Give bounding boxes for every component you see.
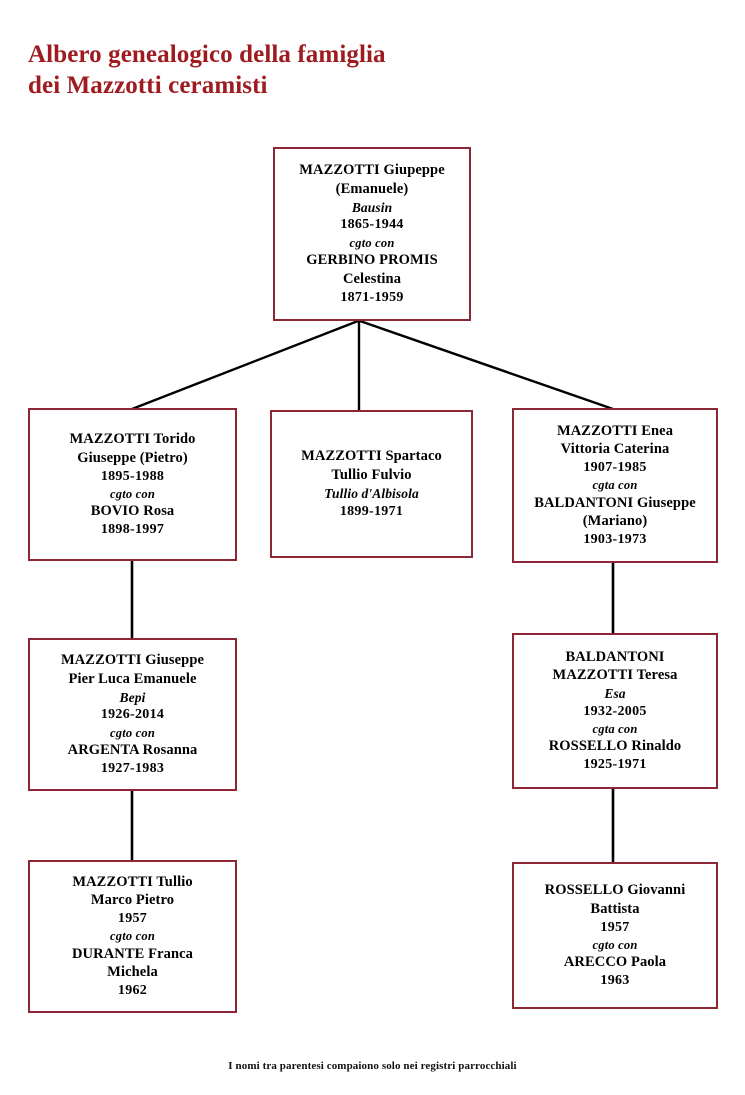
node-line-conjunction: cgto con [110, 725, 155, 740]
node-line: (Emanuele) [335, 181, 409, 198]
node-line: MAZZOTTI Giuseppe [60, 652, 205, 669]
node-line: Celestina [342, 270, 402, 287]
node-line: BALDANTONI Giuseppe [534, 494, 696, 511]
node-line: BOVIO Rosa [90, 503, 175, 520]
node-line-years: 1963 [600, 972, 630, 988]
node-line: Pier Luca Emanuele [68, 670, 197, 687]
node-line: Marco Pietro [90, 892, 175, 909]
node-line-years: 1871-1959 [340, 289, 404, 305]
node-line: BALDANTONI [565, 648, 665, 665]
page-title-line-2: dei Mazzotti ceramisti [28, 72, 268, 99]
node-line-nickname: Bausin [351, 199, 393, 215]
node-line-years: 1925-1971 [583, 757, 647, 773]
node-line-years: 1899-1971 [339, 503, 404, 519]
node-line-years: 1926-2014 [100, 707, 165, 723]
node-line-conjunction: cgto con [592, 937, 638, 952]
node-line: GERBINO PROMIS [306, 251, 438, 268]
person-node-bepi[interactable]: MAZZOTTI Giuseppe Pier Luca Emanuele Bep… [28, 638, 237, 791]
footnote: I nomi tra parentesi compaiono solo nei … [228, 1060, 517, 1072]
node-line: MAZZOTTI Giupeppe [299, 162, 445, 179]
node-line-conjunction: cgta con [592, 478, 638, 493]
person-node-teresa[interactable]: BALDANTONI MAZZOTTI Teresa Esa 1932-2005… [512, 633, 718, 789]
node-line: Vittoria Caterina [560, 441, 670, 458]
node-line-nickname: Esa [604, 686, 626, 702]
node-line: Battista [590, 900, 640, 917]
node-line-years: 1957 [117, 911, 148, 927]
person-node-spartaco[interactable]: MAZZOTTI Spartaco Tullio Fulvio Tullio d… [270, 410, 473, 558]
node-line-years: 1903-1973 [583, 532, 647, 548]
page-title: Albero genealogico della famiglia dei Ma… [28, 39, 548, 102]
edge-root-to-enea [359, 319, 614, 411]
node-line: MAZZOTTI Tullio [72, 873, 193, 890]
person-node-torido[interactable]: MAZZOTTI Torido Giuseppe (Pietro) 1895-1… [28, 408, 237, 561]
node-line-years: 1895-1988 [100, 468, 165, 484]
node-line-years: 1962 [117, 983, 148, 999]
node-line-nickname: Bepi [119, 689, 146, 705]
node-line-nickname: Tullio d'Albisola [324, 485, 419, 501]
node-line-conjunction: cgto con [110, 486, 155, 501]
node-line: DURANTE Franca [71, 945, 194, 962]
person-node-root[interactable]: MAZZOTTI Giupeppe (Emanuele) Bausin 1865… [273, 147, 471, 321]
node-line-conjunction: cgto con [110, 929, 155, 944]
node-line: ROSSELLO Rinaldo [548, 738, 682, 755]
person-node-giovanni[interactable]: ROSSELLO Giovanni Battista 1957 cgto con… [512, 862, 718, 1009]
node-line: MAZZOTTI Torido [69, 430, 196, 447]
person-node-tullio[interactable]: MAZZOTTI Tullio Marco Pietro 1957 cgto c… [28, 860, 237, 1013]
node-line-years: 1927-1983 [100, 760, 165, 776]
node-line-years: 1957 [600, 919, 630, 935]
node-line-years: 1932-2005 [583, 703, 647, 719]
node-line: (Mariano) [582, 513, 648, 530]
node-line: MAZZOTTI Enea [556, 422, 674, 439]
node-line-years: 1907-1985 [583, 460, 647, 476]
node-line: ROSSELLO Giovanni [544, 881, 686, 898]
node-line: MAZZOTTI Teresa [552, 667, 678, 684]
edge-root-to-torido [131, 319, 359, 411]
node-line: Tullio Fulvio [331, 467, 412, 484]
page-title-line-1: Albero genealogico della famiglia [28, 40, 386, 68]
node-line-years: 1898-1997 [100, 521, 165, 537]
node-line-conjunction: cgta con [592, 722, 638, 737]
node-line: ARECCO Paola [563, 954, 667, 971]
person-node-enea[interactable]: MAZZOTTI Enea Vittoria Caterina 1907-198… [512, 408, 718, 563]
node-line: Giuseppe (Pietro) [77, 449, 188, 466]
node-line-years: 1865-1944 [340, 217, 404, 233]
node-line-conjunction: cgto con [349, 235, 395, 250]
node-line: ARGENTA Rosanna [67, 741, 198, 758]
node-line: Michela [107, 964, 158, 981]
node-line: MAZZOTTI Spartaco [301, 448, 442, 465]
